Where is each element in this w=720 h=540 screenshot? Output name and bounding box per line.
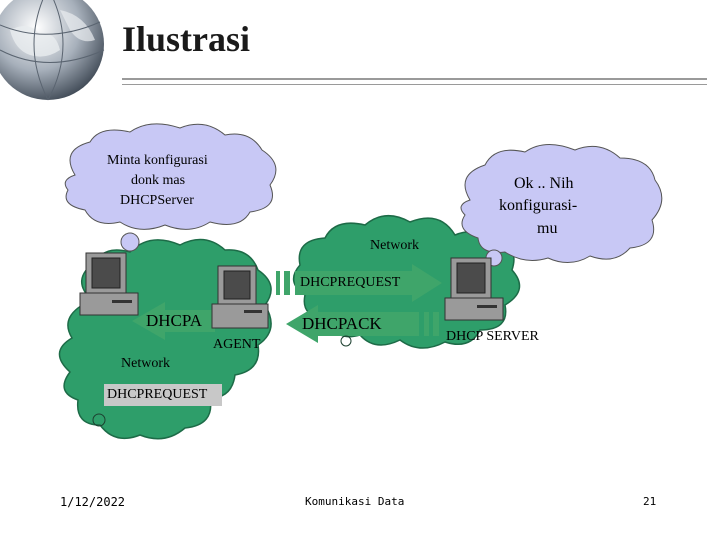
client-thought-dot	[120, 232, 140, 252]
arrow-request-label: DHCPREQUEST	[300, 275, 401, 290]
client-bubble-line-1: Minta konfigurasi	[107, 153, 208, 168]
arrow-request-stripe-2	[284, 271, 290, 295]
mouse-icon-bottom	[92, 413, 106, 427]
agent-label: AGENT	[213, 337, 261, 352]
page-number: 21	[643, 495, 657, 508]
agent-computer-icon	[211, 265, 269, 329]
arrow-ack-label: DHCPACK	[302, 314, 382, 333]
arrow-ack-stripe-2	[433, 312, 439, 336]
server-speech-bubble	[460, 144, 663, 263]
client-computer-icon	[79, 252, 139, 316]
mouse-icon-mid	[340, 335, 352, 347]
network-label-bottom: Network	[121, 356, 170, 371]
server-computer-icon	[444, 257, 504, 321]
client-bubble-line-3: DHCPServer	[120, 193, 194, 208]
arrow-left-label: DHCPA	[146, 311, 203, 330]
arrow-request-stripe-1	[276, 271, 280, 295]
footer-center: Komunikasi Data	[305, 495, 405, 508]
arrow-request-body	[295, 264, 442, 302]
arrow-ack-body	[286, 305, 419, 343]
network-label-top: Network	[370, 238, 419, 253]
arrow-left-body	[132, 302, 215, 340]
server-label: DHCP SERVER	[446, 329, 539, 344]
server-bubble-line-1: Ok .. Nih	[514, 175, 574, 192]
title-rule-thin	[122, 84, 707, 85]
page-title: Ilustrasi	[122, 19, 251, 59]
client-speech-bubble	[64, 123, 277, 230]
request-bottom-box	[104, 384, 222, 406]
footer-date: 1/12/2022	[60, 495, 126, 509]
client-bubble-line-2: donk mas	[131, 173, 186, 188]
title-rule	[122, 78, 707, 80]
server-bubble-line-3: mu	[537, 220, 558, 237]
globe-icon	[0, 0, 105, 101]
server-bubble-line-2: konfigurasi-	[499, 197, 578, 214]
arrow-ack-stripe-1	[424, 312, 429, 336]
request-bottom-label: DHCPREQUEST	[107, 387, 208, 402]
